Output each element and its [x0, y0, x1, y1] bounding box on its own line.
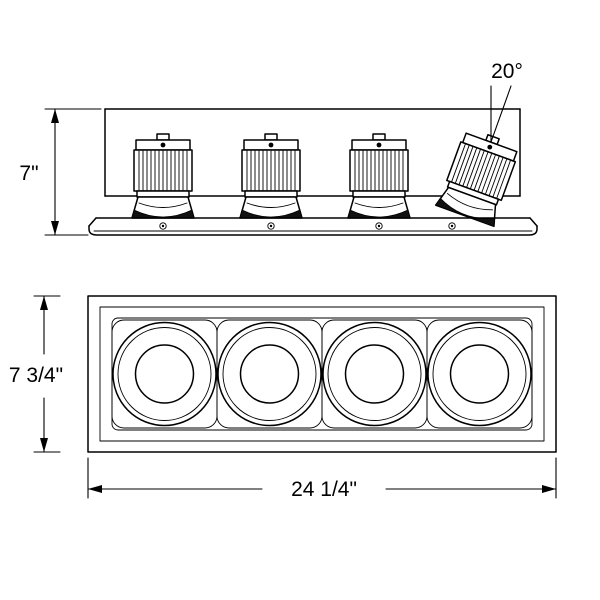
face-width-label: 24 1/4" [291, 478, 357, 501]
aperture-cell-3 [321, 319, 428, 429]
flange-ends [88, 217, 538, 227]
face-height-label: 7 3/4" [9, 364, 63, 387]
trim-outer-rect [87, 295, 557, 453]
light-head-2 [239, 133, 303, 219]
aperture-cell-2 [216, 319, 323, 429]
aperture-cell-1 [111, 319, 218, 429]
light-head-4-tilted [434, 125, 524, 228]
flange-screws [159, 222, 456, 230]
light-head-1 [131, 133, 195, 219]
side-height-dimension: 7" [19, 108, 102, 236]
tilt-axis-line [490, 85, 512, 143]
light-aperture-2 [217, 321, 322, 427]
light-aperture-1 [112, 321, 217, 427]
light-apertures [112, 321, 532, 427]
flange-bottom-edge [88, 225, 538, 236]
aperture-cell-4 [426, 319, 533, 429]
trim-mid-rect [99, 306, 545, 442]
face-width-dimension: 24 1/4" [87, 457, 557, 501]
light-aperture-4 [427, 321, 532, 427]
tilt-angle-annotation: 20° [490, 60, 523, 143]
arrowhead-right [542, 485, 556, 493]
light-head-3 [347, 133, 411, 219]
arrowhead-down [51, 221, 59, 235]
side-view: 20° 7" [19, 60, 538, 236]
side-height-label: 7" [19, 162, 38, 185]
tilt-angle-label: 20° [491, 60, 523, 83]
light-aperture-3 [322, 321, 427, 427]
face-height-dimension: 7 3/4" [9, 295, 63, 453]
arrowhead-down [40, 438, 48, 452]
arrowhead-up [40, 296, 48, 310]
arrowhead-up [51, 109, 59, 123]
trim-flange [88, 217, 538, 236]
arrowhead-left [88, 485, 102, 493]
aperture-cells [111, 319, 533, 429]
face-view: 7 3/4" 24 1/4" [9, 295, 557, 501]
